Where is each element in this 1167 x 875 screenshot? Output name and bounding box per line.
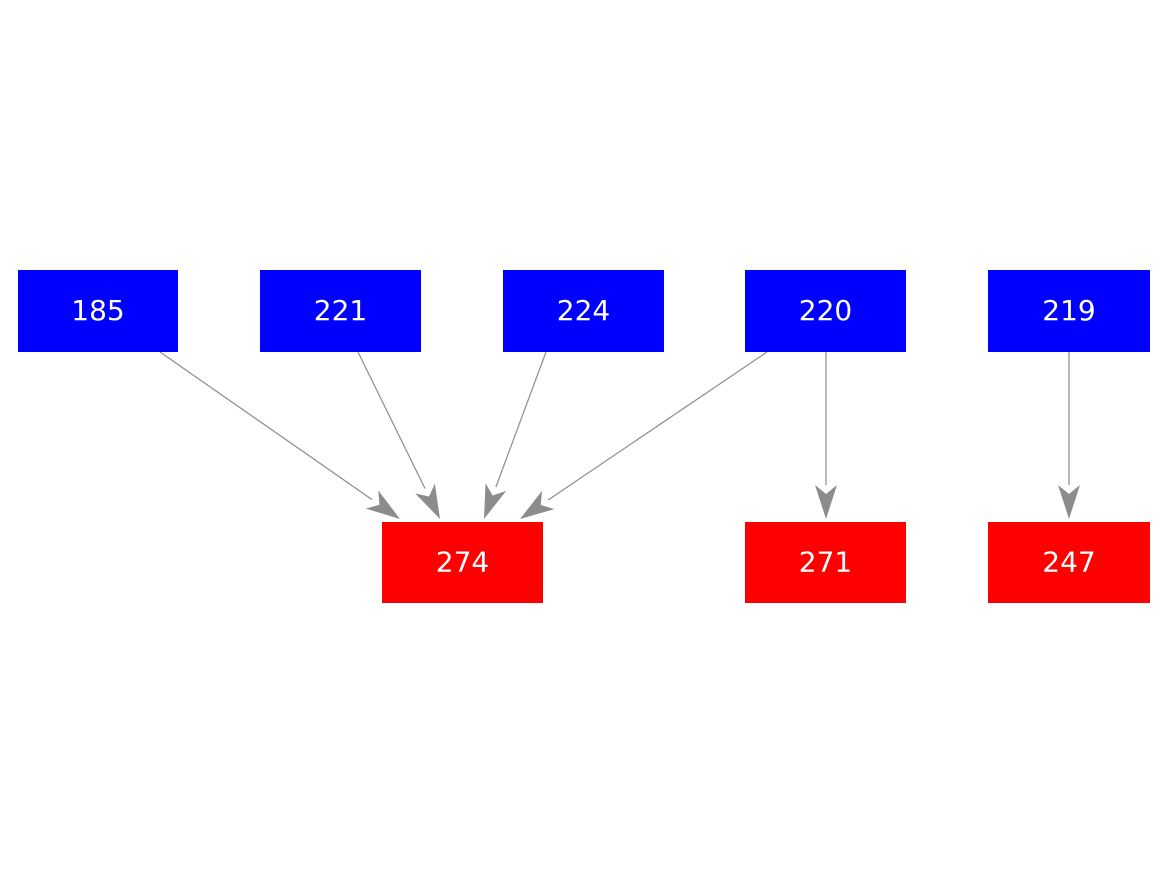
edge-224-to-274 xyxy=(484,351,547,519)
edges-layer xyxy=(159,351,1080,519)
nodes-layer: 185 221 224 220 219 274 271 247 xyxy=(18,270,1150,603)
node-box[interactable] xyxy=(18,270,178,352)
node-box[interactable] xyxy=(745,522,906,603)
edge-219-to-247 xyxy=(1058,352,1080,519)
node-221[interactable]: 221 xyxy=(260,270,421,352)
node-247[interactable]: 247 xyxy=(988,522,1150,603)
node-box[interactable] xyxy=(988,522,1150,603)
node-185[interactable]: 185 xyxy=(18,270,178,352)
edge-line xyxy=(159,351,373,501)
node-219[interactable]: 219 xyxy=(988,270,1150,352)
arrowhead-icon xyxy=(415,483,440,519)
node-box[interactable] xyxy=(260,270,421,352)
arrowhead-icon xyxy=(520,490,555,519)
edge-220-to-274 xyxy=(520,351,768,519)
node-box[interactable] xyxy=(382,522,543,603)
node-271[interactable]: 271 xyxy=(745,522,906,603)
node-box[interactable] xyxy=(503,270,664,352)
edge-220-to-271 xyxy=(815,352,837,519)
edge-185-to-274 xyxy=(159,351,400,519)
node-220[interactable]: 220 xyxy=(745,270,906,352)
edge-221-to-274 xyxy=(357,351,440,519)
edge-line xyxy=(547,351,768,501)
node-box[interactable] xyxy=(988,270,1150,352)
node-224[interactable]: 224 xyxy=(503,270,664,352)
arrowhead-icon xyxy=(365,490,400,519)
node-274[interactable]: 274 xyxy=(382,522,543,603)
node-box[interactable] xyxy=(745,270,906,352)
arrowhead-icon xyxy=(484,483,507,519)
edge-line xyxy=(495,351,547,488)
edge-line xyxy=(357,351,426,489)
arrowhead-icon xyxy=(815,485,837,519)
arrowhead-icon xyxy=(1058,485,1080,519)
